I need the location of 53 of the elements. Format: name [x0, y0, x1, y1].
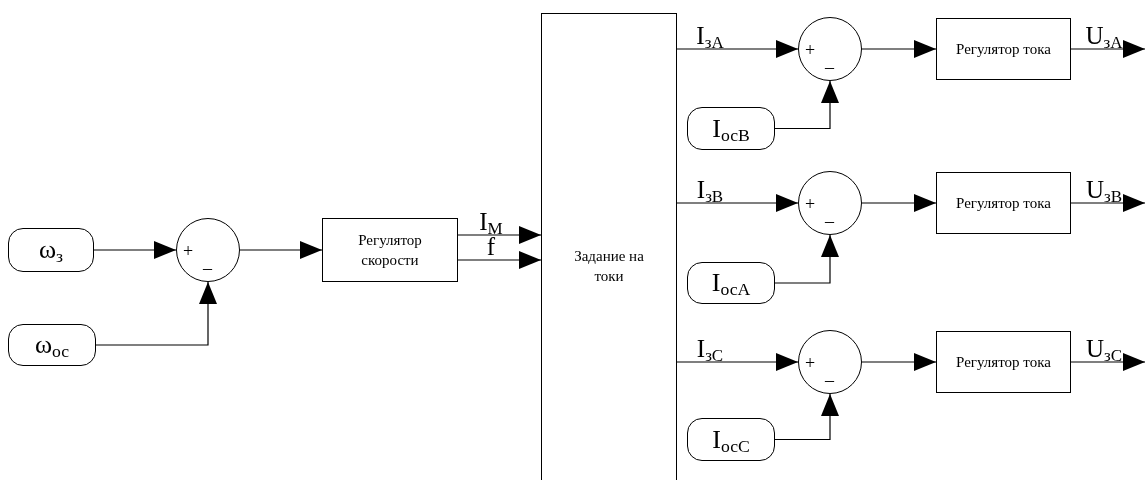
current-setpoint-block	[541, 13, 677, 480]
plus-sign: +	[805, 41, 816, 59]
signal-label: I$_{осA}$	[711, 270, 751, 296]
current-regulator-block	[936, 18, 1071, 80]
signal-label: I$_{осB}$	[712, 115, 750, 142]
speed-regulator-block	[322, 218, 458, 282]
signal-label: U$_{зB}$	[1085, 177, 1123, 202]
arrow	[774, 234, 839, 284]
arrow	[1070, 40, 1146, 58]
signal-terminal	[687, 262, 775, 304]
block-label: Регулятор тока	[955, 193, 1052, 213]
signal-label: ω$_{ос}$	[34, 332, 70, 358]
arrow	[93, 241, 177, 259]
current-regulator-block	[936, 172, 1071, 234]
arrow	[676, 353, 799, 371]
block-label: Регулятор скорости	[357, 230, 423, 270]
arrow	[457, 251, 542, 269]
signal-terminal	[8, 228, 94, 272]
signal-terminal	[687, 418, 775, 461]
minus-sign: _	[825, 52, 834, 70]
arrow	[774, 393, 839, 441]
arrow	[861, 353, 937, 371]
arrow	[676, 40, 799, 58]
signal-label: U$_{зA}$	[1085, 23, 1123, 48]
signal-label: I$_{зA}$	[696, 23, 724, 48]
signal-label: I$_{зB}$	[696, 177, 724, 202]
arrow	[239, 241, 323, 259]
signal-label: I$_{осC}$	[712, 426, 750, 453]
arrow	[1070, 353, 1146, 371]
signal-label: U$_{зC}$	[1085, 336, 1123, 361]
plus-sign: +	[183, 242, 194, 260]
signal-terminal	[687, 107, 775, 150]
plus-sign: +	[805, 354, 816, 372]
signal-label: f	[486, 234, 496, 259]
arrow	[1070, 194, 1146, 212]
arrow	[774, 80, 839, 130]
block-label: Регулятор тока	[955, 39, 1052, 59]
signal-label: ω$_{з}$	[38, 237, 64, 263]
arrow	[861, 194, 937, 212]
block-label: Регулятор тока	[955, 352, 1052, 372]
plus-sign: +	[805, 195, 816, 213]
current-regulator-block	[936, 331, 1071, 393]
arrow	[457, 226, 542, 244]
arrow	[676, 194, 799, 212]
minus-sign: _	[203, 253, 212, 271]
arrow	[95, 281, 217, 346]
minus-sign: _	[825, 365, 834, 383]
signal-label: I$_{M}$	[479, 209, 503, 234]
arrow	[861, 40, 937, 58]
signal-terminal	[8, 324, 96, 366]
signal-label: I$_{зC}$	[696, 336, 724, 361]
block-label: Задание на токи	[573, 247, 645, 287]
minus-sign: _	[825, 206, 834, 224]
